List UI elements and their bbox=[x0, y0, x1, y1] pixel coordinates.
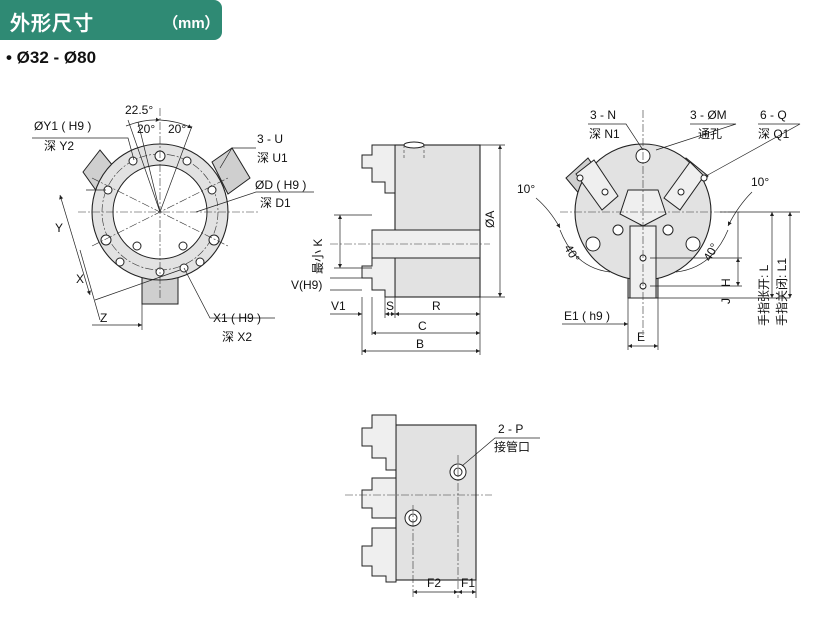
angle-40-right-label: 40° bbox=[700, 241, 721, 264]
v1-dim-label: V1 bbox=[331, 299, 346, 313]
u-depth-label: 深 U1 bbox=[257, 151, 288, 165]
section-title: 外形尺寸 bbox=[10, 13, 94, 35]
side-finger-bottom bbox=[361, 257, 396, 298]
x1-label: X1 ( H9 ) bbox=[213, 311, 261, 325]
angle-20-right-label: 20° bbox=[168, 122, 186, 136]
r-dim-label: R bbox=[432, 299, 441, 313]
e1-label: E1 ( h9 ) bbox=[564, 309, 610, 323]
e-dim-label: E bbox=[637, 330, 645, 344]
p-note-label: 接管口 bbox=[494, 439, 530, 454]
q-label: 6 - Q bbox=[760, 108, 787, 122]
side-finger-top bbox=[361, 144, 396, 194]
d-label: ØD ( H9 ) bbox=[255, 178, 306, 192]
front-holes bbox=[100, 150, 220, 277]
q-depth-label: 深 Q1 bbox=[758, 127, 790, 141]
y1-label: ØY1 ( H9 ) bbox=[34, 119, 91, 133]
bottom-view: 2 - P 接管口 F2 F1 bbox=[345, 414, 540, 598]
section-header: 外形尺寸 （mm） bbox=[0, 0, 222, 40]
angle-10-left-label: 10° bbox=[517, 182, 535, 196]
v-dim-label: V(H9) bbox=[291, 278, 322, 292]
angle-40-left-label: 40° bbox=[561, 242, 582, 265]
h-dim-label: H bbox=[719, 278, 733, 287]
u-label: 3 - U bbox=[257, 132, 283, 146]
a-dim-label: ØA bbox=[483, 211, 497, 228]
f2-dim-label: F2 bbox=[427, 576, 441, 590]
s-dim-label: S bbox=[386, 299, 394, 313]
bottom-body bbox=[395, 424, 477, 581]
front-jaw-right bbox=[211, 147, 251, 195]
f1-dim-label: F1 bbox=[461, 576, 475, 590]
c-dim-label: C bbox=[418, 319, 427, 333]
angle-22-5-label: 22.5° bbox=[125, 103, 153, 117]
side-body bbox=[394, 144, 481, 298]
back-view: 3 - N 深 N1 3 - ØM 通孔 6 - Q 深 Q1 10° 10° … bbox=[517, 108, 801, 350]
bottom-finger-mid bbox=[361, 477, 397, 519]
l1-close-label: 手指关闭: L1 bbox=[774, 258, 789, 326]
y-dim-label: Y bbox=[55, 221, 63, 235]
n-depth-label: 深 N1 bbox=[589, 127, 620, 141]
p-label: 2 - P bbox=[498, 422, 523, 436]
k-dim-label: 最小 K bbox=[311, 239, 325, 274]
side-view: ØA 最小 K V(H9) V1 S R C B bbox=[291, 141, 505, 355]
bottom-finger-top bbox=[361, 414, 397, 471]
d-depth-label: 深 D1 bbox=[260, 196, 291, 210]
unit-label: （mm） bbox=[163, 15, 220, 32]
x1-depth-label: 深 X2 bbox=[222, 330, 252, 344]
bottom-finger-low bbox=[361, 527, 397, 583]
size-range-label: • Ø32 - Ø80 bbox=[6, 48, 97, 67]
angle-20-left-label: 20° bbox=[137, 122, 155, 136]
z-dim-label: Z bbox=[100, 311, 107, 325]
n-label: 3 - N bbox=[590, 108, 616, 122]
m-note-label: 通孔 bbox=[698, 127, 722, 141]
front-view: 22.5° 20° 20° ØY1 ( H9 ) 深 Y2 3 - U 深 U1… bbox=[32, 103, 314, 344]
y1-depth-label: 深 Y2 bbox=[44, 139, 74, 153]
x-dim-label: X bbox=[76, 272, 84, 286]
b-dim-label: B bbox=[416, 337, 424, 351]
m-label: 3 - ØM bbox=[690, 108, 727, 122]
l-open-label: 手指张开: L bbox=[756, 264, 771, 326]
j-dim-label: J bbox=[719, 298, 733, 304]
angle-10-right-label: 10° bbox=[751, 175, 769, 189]
